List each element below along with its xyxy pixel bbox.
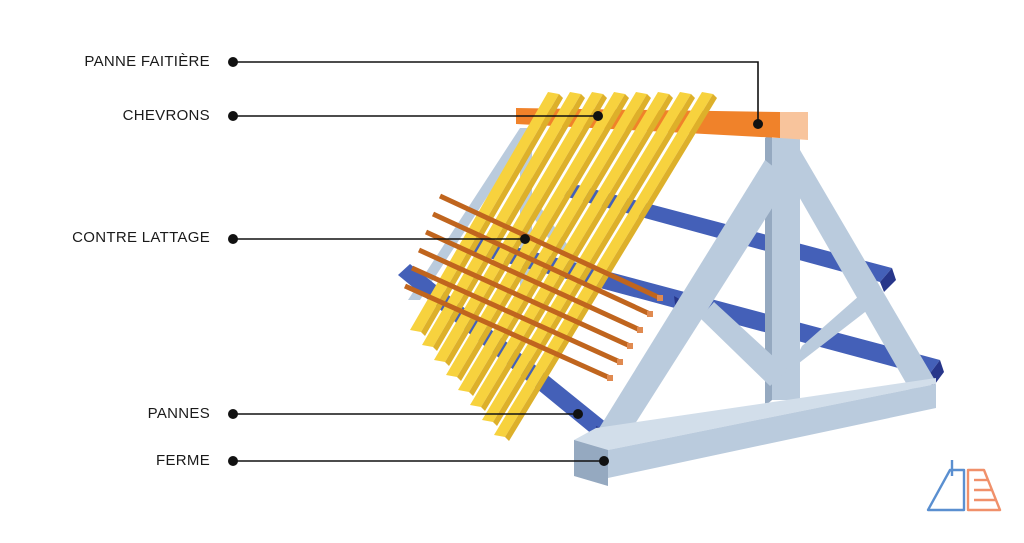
rafter [458, 92, 647, 392]
counter-batten [403, 283, 612, 381]
leader-dots [228, 57, 763, 466]
rafters [410, 92, 717, 441]
leader-lines [233, 61, 759, 462]
dot-panne-faitiere-end [753, 119, 763, 129]
counter-batten [410, 265, 622, 365]
logo-left-frame [926, 468, 966, 512]
truss-left-brace [700, 302, 788, 386]
counter-batten [417, 247, 632, 349]
label-ferme: FERME [156, 452, 210, 469]
counter-batten-end [647, 311, 653, 317]
label-pannes: PANNES [147, 405, 210, 422]
counter-battens [403, 193, 663, 381]
label-contre-lattage: CONTRE LATTAGE [72, 229, 210, 246]
dot-ferme-start [228, 456, 238, 466]
truss-right-rafter [778, 150, 936, 390]
brand-logo-icon [926, 460, 1002, 512]
rafter [470, 92, 669, 407]
counter-batten-end [637, 327, 643, 333]
truss-left-rafter [598, 160, 790, 438]
label-chevrons: CHEVRONS [122, 107, 210, 124]
dot-panne-faitiere-start [228, 57, 238, 67]
rafter-side [433, 94, 585, 351]
dot-contre-lattage-end [520, 234, 530, 244]
rafter [410, 92, 559, 332]
dot-chevrons-end [593, 111, 603, 121]
rafter [422, 92, 581, 347]
dot-contre-lattage-start [228, 234, 238, 244]
truss-tie-beam-end [574, 440, 608, 486]
rafter-side [469, 94, 651, 396]
leader-line-panne-faitiere [233, 61, 759, 124]
label-panne-faitiere: PANNE FAITIÈRE [84, 53, 210, 70]
rafter-side [481, 94, 673, 411]
rafter [482, 92, 691, 422]
logo-right-frame [966, 468, 1002, 512]
rafter-side [445, 94, 607, 366]
rafter-side [421, 94, 563, 336]
dot-pannes-start [228, 409, 238, 419]
counter-batten [438, 193, 662, 301]
ridge-purlin-end [780, 112, 808, 140]
counter-batten-end [627, 343, 633, 349]
counter-batten-end [607, 375, 613, 381]
dot-pannes-end [573, 409, 583, 419]
counter-batten-end [657, 295, 663, 301]
counter-batten [424, 229, 642, 333]
rafter-side [493, 94, 695, 426]
truss-tie-beam [574, 384, 936, 478]
truss-right-brace [790, 288, 878, 370]
dot-chevrons-start [228, 111, 238, 121]
truss-tie-beam-top [574, 378, 936, 450]
dot-ferme-end [599, 456, 609, 466]
front-truss [574, 132, 936, 486]
counter-batten-end [617, 359, 623, 365]
purlin-top-end [880, 268, 896, 292]
counter-batten [431, 211, 652, 317]
